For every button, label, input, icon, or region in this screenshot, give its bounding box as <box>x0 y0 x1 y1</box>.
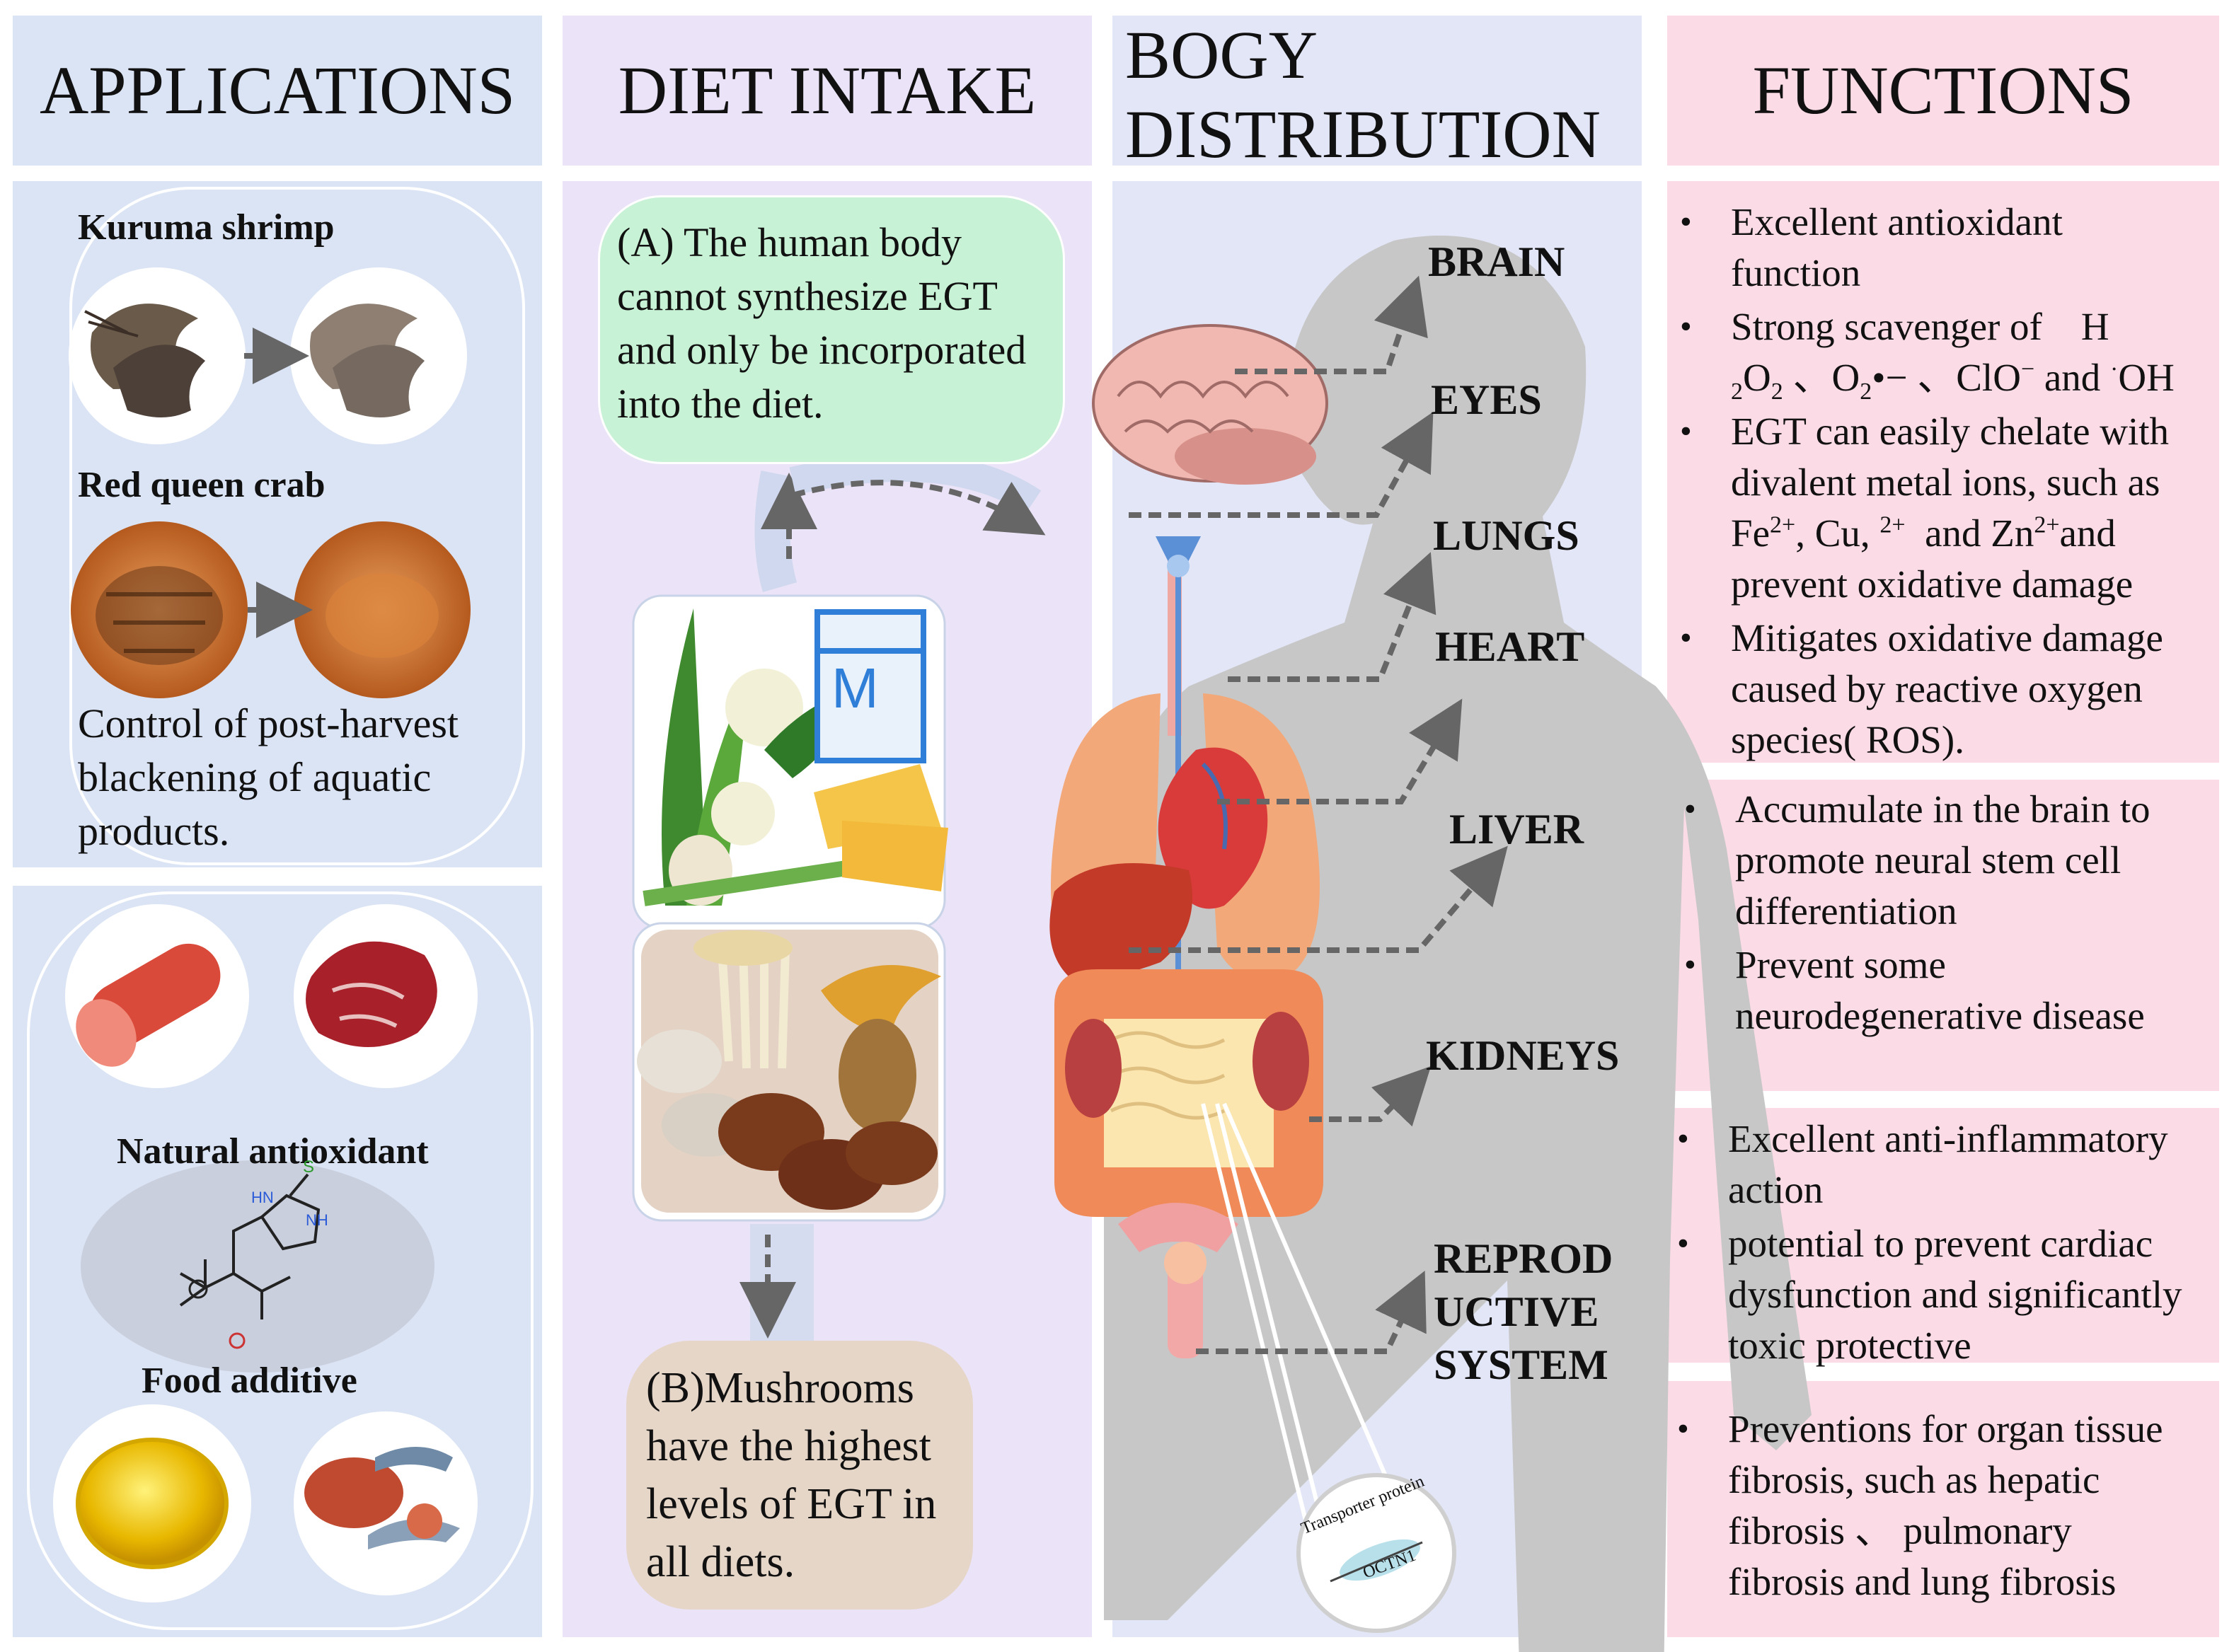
body-distribution-header-line2: DISTRIBUTION <box>1125 96 1601 172</box>
diet-intake-header-text: DIET INTAKE <box>618 52 1037 129</box>
kidneys-image <box>1065 1012 1309 1118</box>
functions-header: FUNCTIONS <box>1667 16 2219 166</box>
natural-antioxidant-label: Natural antioxidant <box>117 1131 429 1172</box>
intestines-image <box>1054 969 1323 1217</box>
body-distribution-header-line1: BOGY <box>1125 17 1318 93</box>
oil-image <box>53 1404 251 1602</box>
crab-before-image <box>71 521 248 698</box>
note-b-bubble: (B)Mushrooms have the highest levels of … <box>626 1341 973 1610</box>
note-a-bubble: (A) The human body cannot synthesize EGT… <box>598 195 1065 464</box>
diet-intake-header: DIET INTAKE <box>563 16 1092 166</box>
function-scavenger: Strong scavenger of H 2O2 、O2•− 、ClO− an… <box>1680 301 2219 404</box>
sausage-image <box>65 904 249 1088</box>
applications-header: APPLICATIONS <box>13 16 542 166</box>
note-a-line-3: and only be incorporated <box>617 327 1027 373</box>
organ-label-brain: BRAIN <box>1428 238 1565 285</box>
beef-image <box>294 904 478 1088</box>
kuruma-shrimp-label: Kuruma shrimp <box>78 207 335 248</box>
functions-header-text: FUNCTIONS <box>1752 52 2134 129</box>
functions-box-2-text: Accumulate in the brain to promote neura… <box>1679 784 2216 1044</box>
post-harvest-line-2: blackening of aquatic <box>78 754 432 800</box>
vegetables-image <box>643 608 948 906</box>
organ-label-reproductive-2: UCTIVE <box>1434 1288 1599 1335</box>
note-a-line-1: (A) The human body <box>617 219 962 265</box>
reproductive-system-image <box>1118 1203 1238 1358</box>
molecule-nh-label: NH <box>306 1211 328 1229</box>
crab-after-image <box>294 521 471 698</box>
post-harvest-line-1: Control of post-harvest <box>78 700 459 746</box>
organ-label-liver: LIVER <box>1449 806 1584 853</box>
note-b-line-1: (B)Mushrooms <box>646 1364 914 1412</box>
function-neurodegenerative: Prevent some neurodegenerative disease <box>1684 940 2216 1041</box>
functions-box-3-text: Excellent anti-inflammatory action poten… <box>1671 1114 2230 1374</box>
applications-top-outline <box>69 187 525 865</box>
red-queen-crab-label: Red queen crab <box>78 465 326 505</box>
seafood-image <box>294 1411 478 1595</box>
function-chelation: EGT can easily chelate with divalent met… <box>1680 406 2219 610</box>
milk-letter: M <box>831 657 879 720</box>
functions-box-1-text: Excellent antioxidant function Strong sc… <box>1674 197 2219 768</box>
shrimp-after-image <box>290 267 467 444</box>
post-harvest-line-3: products. <box>78 808 230 854</box>
note-b-line-4: all diets. <box>646 1538 795 1586</box>
food-additive-label: Food additive <box>142 1361 357 1401</box>
functions-box-4-text: Preventions for organ tissue fibrosis, s… <box>1671 1404 2223 1610</box>
molecule-s-label: S <box>303 1157 315 1177</box>
function-anti-inflammatory: Excellent anti-inflammatory action <box>1677 1114 2230 1215</box>
organ-label-eyes: EYES <box>1431 376 1542 423</box>
shrimp-before-image <box>69 267 246 444</box>
note-a-line-4: into the diet. <box>617 381 824 427</box>
body-distribution-header: BOGY DISTRIBUTION <box>1112 16 1642 172</box>
function-antioxidant: Excellent antioxidant function <box>1680 197 2219 299</box>
function-fibrosis: Preventions for organ tissue fibrosis, s… <box>1677 1404 2223 1607</box>
organ-label-lungs: LUNGS <box>1433 512 1579 559</box>
organ-label-heart: HEART <box>1435 623 1585 670</box>
function-neural: Accumulate in the brain to promote neura… <box>1684 784 2216 937</box>
brain-image <box>1092 324 1328 485</box>
function-ros: Mitigates oxidative damage caused by rea… <box>1680 613 2219 766</box>
post-harvest-text: Control of post-harvest blackening of aq… <box>78 697 459 858</box>
applications-bottom-outline <box>27 891 534 1630</box>
organ-label-kidneys: KIDNEYS <box>1426 1032 1620 1079</box>
organ-label-reproductive-3: SYSTEM <box>1434 1341 1608 1388</box>
mushrooms-image <box>637 930 941 1210</box>
function-cardiac: potential to prevent cardiac dysfunction… <box>1677 1218 2230 1371</box>
note-b-line-3: levels of EGT in <box>646 1480 937 1528</box>
organ-label-reproductive-1: REPROD <box>1434 1235 1613 1282</box>
molecule-hn-label: HN <box>251 1189 274 1206</box>
human-body-silhouette <box>1104 236 1812 1652</box>
note-a-line-2: cannot synthesize EGT <box>617 273 998 319</box>
note-b-line-2: have the highest <box>646 1422 931 1470</box>
molecule-background <box>81 1160 434 1373</box>
applications-header-text: APPLICATIONS <box>39 52 516 129</box>
